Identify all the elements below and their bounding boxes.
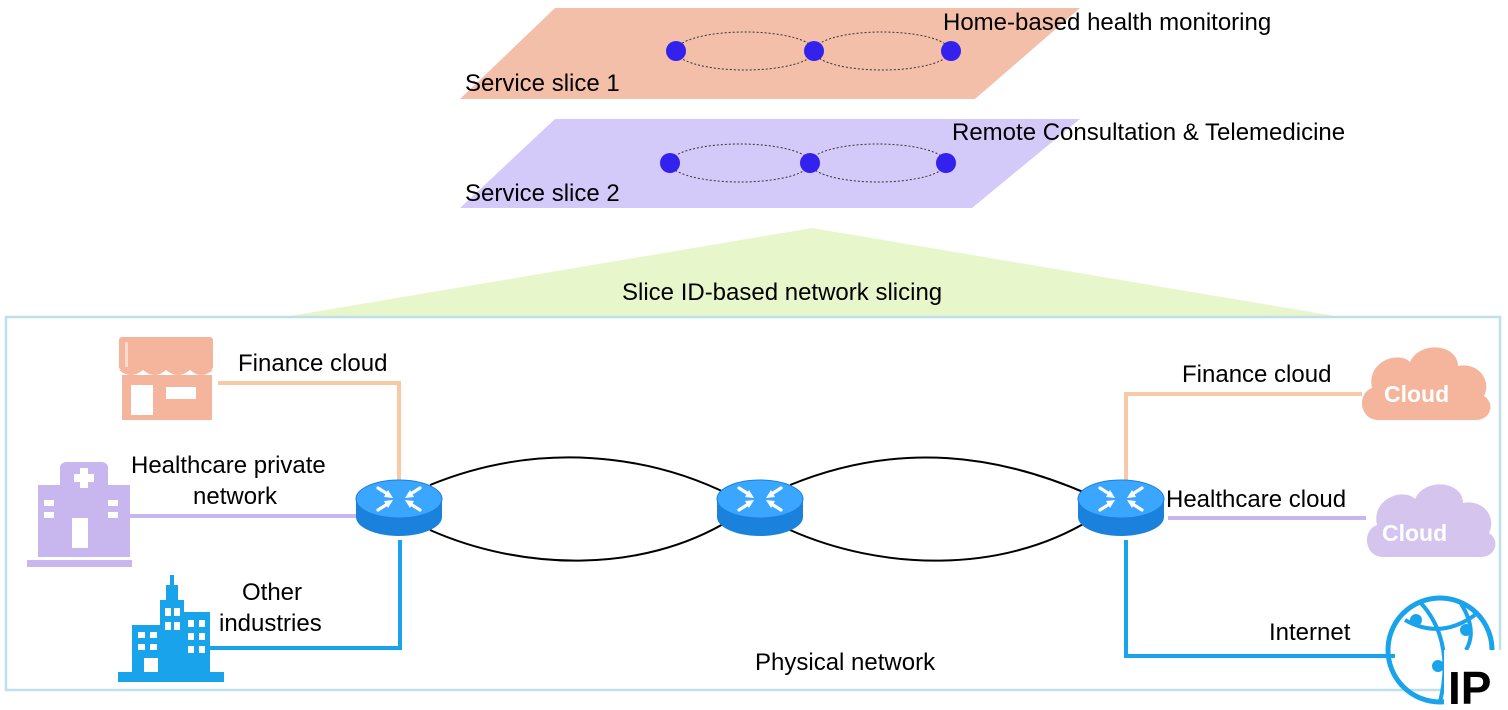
service-slice-1: Service slice 1 Home-based health monito… [460,8,1271,99]
cloud-text: Cloud [1382,520,1447,546]
globe-ip-icon: IP [1385,595,1506,710]
cloud-icon: Cloud [1361,347,1491,420]
right-internet-label: Internet [1269,619,1351,646]
slicing-label: Slice ID-based network slicing [622,279,942,306]
left-other-link [210,540,402,650]
router-icon [1076,478,1166,538]
physical-network-label: Physical network [755,649,936,676]
backbone-link-left [429,456,731,562]
slice-2-plane [460,119,1080,208]
left-other-label-line1: Other [242,579,302,606]
slice-2-node [660,153,680,173]
shop-icon [119,337,213,420]
slice-2-title: Remote Consultation & Telemedicine [952,119,1345,146]
right-healthcare-label: Healthcare cloud [1166,486,1346,513]
slice-1-node [666,41,686,61]
backbone-link-right [789,456,1091,562]
service-slice-2: Service slice 2 Remote Consultation & Te… [460,119,1345,208]
physical-network-frame [4,315,1502,692]
router-icon [715,478,805,538]
hospital-icon [27,462,132,567]
left-finance-link [218,381,401,486]
slice-2-node [936,153,956,173]
router-icon [354,478,444,538]
left-finance-label: Finance cloud [238,350,387,377]
left-other-label-line2: industries [219,610,322,637]
cloud-icon: Cloud [1366,484,1496,557]
slicing-beam [290,228,1335,316]
cloud-text: Cloud [1384,381,1449,407]
slice-1-node [941,41,961,61]
slice-1-title: Home-based health monitoring [943,9,1271,36]
slice-1-node [804,41,824,61]
right-finance-link [1124,392,1362,486]
slice-1-plane [460,8,1080,99]
slice-2-label: Service slice 2 [465,180,620,207]
slice-1-label: Service slice 1 [465,70,620,97]
ip-text: IP [1448,662,1491,710]
slice-2-node [800,153,820,173]
left-healthcare-label-line1: Healthcare private [131,452,326,479]
left-healthcare-label-line2: network [193,483,278,510]
right-finance-label: Finance cloud [1182,361,1331,388]
office-building-icon [118,575,224,682]
right-internet-link [1124,540,1395,658]
